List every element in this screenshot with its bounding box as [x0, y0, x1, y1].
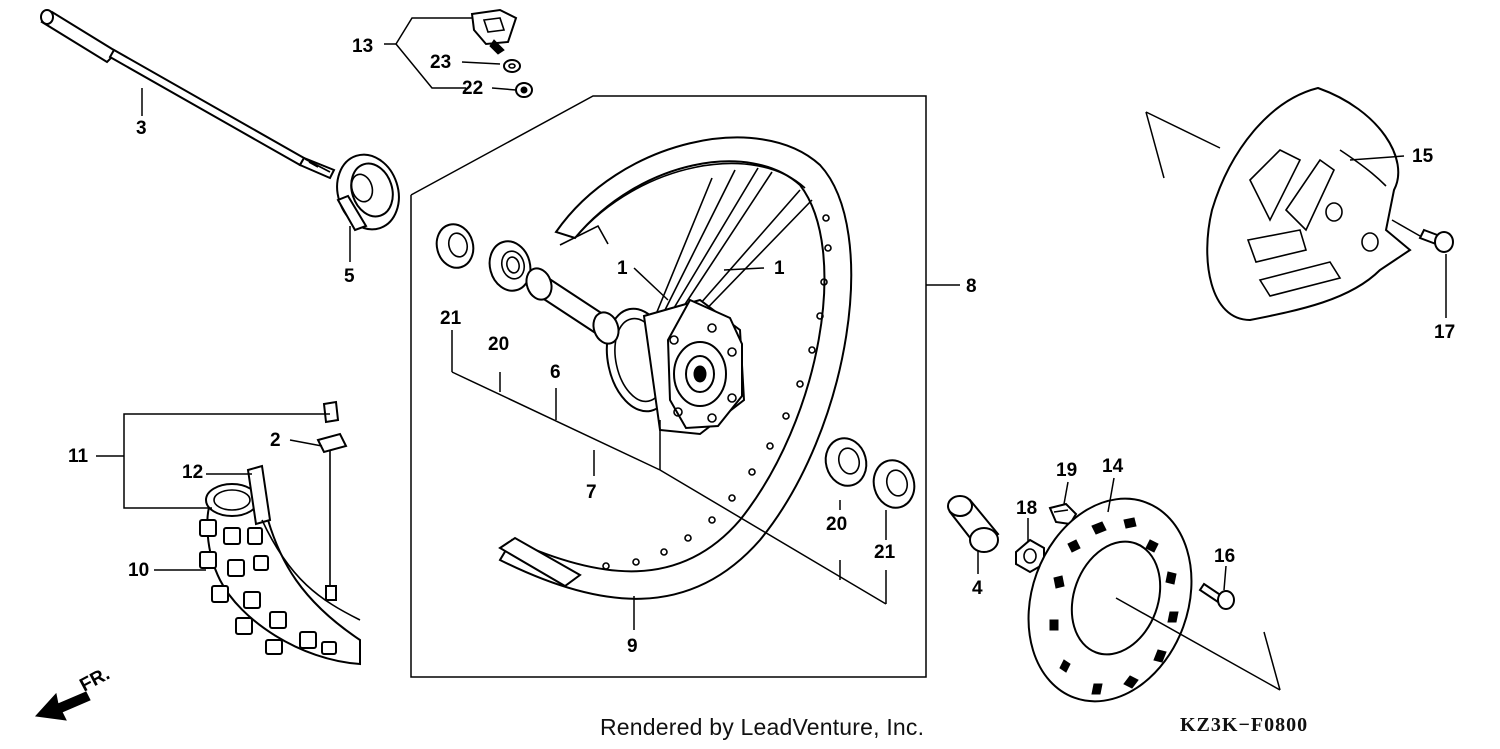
callout-3: 3: [136, 118, 147, 139]
callout-17: 17: [1434, 322, 1455, 343]
bearing-left-outer: [435, 223, 475, 269]
callout-8: 8: [966, 276, 977, 297]
callout-16: 16: [1214, 546, 1235, 567]
side-collar-right: [947, 495, 1000, 553]
hub: [605, 298, 746, 436]
callout-6: 6: [550, 362, 561, 383]
callout-21b: 21: [874, 542, 896, 563]
callout-11: 11: [68, 446, 89, 467]
axle: [40, 9, 336, 180]
bearing-left-inner: [488, 240, 532, 292]
leader-lines: [96, 17, 1447, 691]
diagram-code: KZ3K−F0800: [1180, 714, 1309, 736]
wheel-assembly-outline: [410, 95, 927, 678]
cover-bolt: [1418, 228, 1454, 253]
callout-13: 13: [352, 36, 373, 57]
disc-vent-slots: [1049, 517, 1179, 695]
callout-23: 23: [430, 52, 451, 73]
callout-9: 9: [627, 636, 638, 657]
bearing-right-outer: [872, 459, 916, 509]
side-collar: [336, 153, 400, 232]
tire: [199, 483, 361, 666]
callout-7: 7: [586, 482, 597, 503]
callout-18: 18: [1016, 498, 1037, 519]
tube: [246, 464, 361, 621]
callout-1b: 1: [774, 258, 785, 279]
callouts: 13 23 22 3 5 21 20 6 7 1 1 8 9 20 21 4 1…: [68, 36, 1455, 657]
valve-cap-and-core: [316, 400, 348, 601]
tire-knobs: [199, 519, 337, 655]
render-credit: Rendered by LeadVenture, Inc.: [600, 714, 925, 740]
callout-19: 19: [1056, 460, 1077, 481]
direction-label: FR.: [76, 664, 113, 697]
callout-22: 22: [462, 78, 483, 99]
front-direction-arrow: FR.: [34, 664, 113, 721]
callout-12: 12: [182, 462, 203, 483]
bearing-right-inner: [824, 437, 868, 487]
disc-bolt: [1198, 582, 1235, 610]
distance-collar: [525, 267, 620, 345]
callout-20b: 20: [826, 514, 847, 535]
callout-10: 10: [128, 560, 149, 581]
rim: [498, 136, 853, 600]
callout-14: 14: [1102, 456, 1124, 477]
callout-2: 2: [270, 430, 281, 451]
callout-4: 4: [972, 578, 983, 599]
callout-1a: 1: [617, 258, 628, 279]
valve-stem-assembly: [470, 8, 533, 98]
callout-20a: 20: [488, 334, 509, 355]
callout-21a: 21: [440, 308, 462, 329]
rim-spoke-holes: [602, 214, 832, 570]
callout-5: 5: [344, 266, 355, 287]
callout-15: 15: [1412, 146, 1434, 167]
disc-cover: [1206, 86, 1412, 322]
spokes: [651, 167, 813, 327]
